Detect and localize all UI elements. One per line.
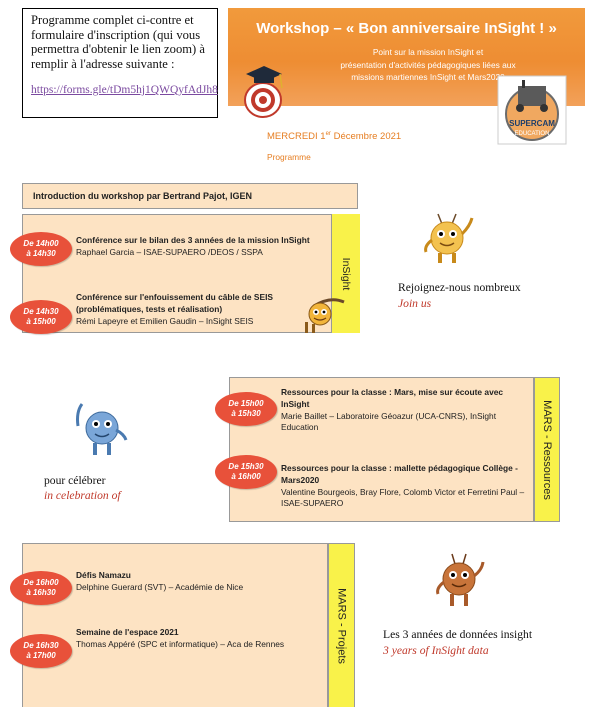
time-badge: De 16h30 à 17h00 [10, 634, 72, 668]
talk-speaker: Delphine Guerard (SVT) – Académie de Nic… [76, 581, 244, 592]
mars-projets-section [22, 543, 328, 707]
ressources-talk-2: Ressources pour la classe : mallette péd… [281, 463, 529, 510]
talk-speaker: Raphael Garcia – ISAE-SUPAERO /DEOS / SS… [76, 246, 263, 257]
insight-talk-1: Conférence sur le bilan des 3 années de … [76, 235, 326, 259]
insight-section-label-bar: InSight [331, 214, 360, 333]
time-badge: De 15h00 à 15h30 [215, 392, 277, 426]
celebrate-caption: pour célébrer [44, 474, 106, 487]
mars-ressources-label: MARS - Ressources [541, 399, 553, 500]
projets-talk-2: Semaine de l'espace 2021 Thomas Appéré (… [76, 627, 326, 651]
mars-ressources-section [229, 377, 534, 522]
supercam-education-logo: SUPERCAM EDUCATION [497, 75, 567, 145]
insight-talk-2: Conférence sur l'enfouissement du câble … [76, 292, 276, 327]
subtitle-line: présentation d'activités pédagogiques li… [340, 59, 516, 70]
talk-speaker: Rémi Lapeyre et Emilien Gaudin – InSight… [76, 315, 254, 326]
time-badge: De 16h00 à 16h30 [10, 571, 72, 605]
supercam-text: SUPERCAM [509, 119, 555, 128]
registration-info-box: Programme complet ci-contre et formulair… [22, 8, 218, 118]
celebrate-caption-english: in celebration of [44, 489, 121, 502]
projets-talk-1: Défis Namazu Delphine Guerard (SVT) – Ac… [76, 570, 316, 594]
time-badge: De 14h30 à 15h00 [10, 300, 72, 334]
talk-speaker: Marie Baillet – Laboratoire Géoazur (UCA… [281, 410, 497, 433]
education-text: EDUCATION [515, 131, 550, 137]
data-caption: Les 3 années de données insight [383, 628, 533, 641]
subtitle-line: missions martiennes InSight et Mars2020 [351, 72, 505, 82]
talk-title: Ressources pour la classe : Mars, mise s… [281, 387, 504, 409]
workshop-banner: Workshop – « Bon anniversaire InSight ! … [228, 8, 585, 106]
talk-title: Conférence sur l'enfouissement du câble … [76, 292, 273, 314]
programme-label: Programme [267, 152, 311, 162]
mars-projets-label: MARS - Projets [335, 587, 348, 664]
talk-title: Défis Namazu [76, 570, 131, 580]
data-caption-english: 3 years of InSight data [383, 644, 489, 657]
workshop-date: MERCREDI 1er Décembre 2021 [267, 131, 402, 143]
join-caption-english: Join us [398, 297, 432, 310]
insight-section-label: InSight [340, 257, 352, 290]
time-badge: De 14h00 à 14h30 [10, 232, 72, 266]
subtitle-line: Point sur la mission InSight et [372, 47, 484, 57]
workshop-title: Workshop – « Bon anniversaire InSight ! … [256, 20, 557, 37]
time-badge: De 15h30 à 16h00 [215, 455, 277, 489]
insight-mascot-waving-icon [424, 213, 474, 263]
intro-bar: Introduction du workshop par Bertrand Pa… [22, 183, 358, 209]
talk-title: Semaine de l'espace 2021 [76, 627, 179, 637]
talk-speaker: Valentine Bourgeois, Bray Flore, Colomb … [281, 486, 525, 509]
mars-projets-label-bar: MARS - Projets [328, 543, 355, 707]
mars-ressources-label-bar: MARS - Ressources [534, 377, 560, 522]
join-caption: Rejoignez-nous nombreux [398, 281, 521, 294]
blue-mascot-icon [76, 403, 128, 455]
registration-info-text: Programme complet ci-contre et formulair… [31, 13, 205, 71]
registration-form-link[interactable]: https://forms.gle/tDm5hj1QWQyfAdJh8 [31, 84, 218, 96]
talk-speaker: Thomas Appéré (SPC et informatique) – Ac… [76, 638, 285, 649]
insight-mascot-icon [305, 298, 345, 333]
graduation-target-icon [244, 66, 283, 118]
talk-title: Ressources pour la classe : mallette péd… [281, 463, 518, 485]
brown-mascot-icon [436, 553, 485, 606]
ressources-talk-1: Ressources pour la classe : Mars, mise s… [281, 387, 521, 434]
workshop-subtitle: Point sur la mission InSight et présenta… [288, 46, 568, 84]
talk-title: Conférence sur le bilan des 3 années de … [76, 235, 310, 245]
